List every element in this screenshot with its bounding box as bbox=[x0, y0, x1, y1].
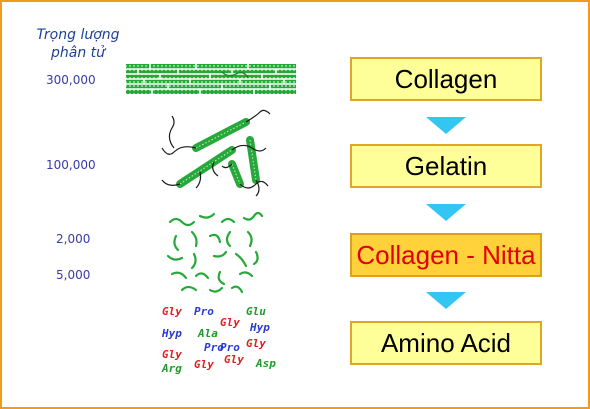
weight-label-300000: 300,000 bbox=[46, 73, 96, 87]
collagen-peptide-chains bbox=[166, 211, 264, 294]
amino-acid-label: Asp bbox=[256, 357, 276, 370]
weight-label-2000: 2,000 bbox=[56, 232, 91, 246]
amino-acid-label: Gly bbox=[220, 316, 240, 329]
amino-acid-label: Hyp bbox=[250, 321, 270, 334]
molecular-weight-label-line1: Trọng lượng bbox=[36, 27, 120, 43]
amino-acid-label: Arg bbox=[162, 362, 182, 375]
amino-acid-label: Glu bbox=[246, 305, 266, 318]
step-box-gelatin: Gelatin bbox=[350, 144, 542, 188]
weight-label-100000: 100,000 bbox=[46, 158, 96, 172]
amino-acid-label: Hyp bbox=[162, 327, 182, 340]
amino-acid-label: Gly bbox=[194, 358, 214, 371]
amino-acid-label: Pro bbox=[204, 341, 224, 354]
amino-acid-label: Gly bbox=[162, 348, 182, 361]
molecular-weight-label: Trọng lượng phân tử bbox=[18, 26, 138, 62]
weight-label-5000: 5,000 bbox=[56, 268, 91, 282]
amino-acid-label: Ala bbox=[198, 327, 218, 340]
amino-acid-label: Gly bbox=[162, 305, 182, 318]
step-box-collagen-nitta: Collagen - Nitta bbox=[350, 233, 542, 277]
amino-acid-label: Pro bbox=[194, 305, 214, 318]
step-box-collagen: Collagen bbox=[350, 57, 542, 101]
down-arrow-icon bbox=[426, 117, 466, 134]
gelatin-molecules bbox=[161, 109, 271, 197]
amino-acid-label: Gly bbox=[246, 337, 266, 350]
down-arrow-icon bbox=[426, 204, 466, 221]
collagen-fiber-bundle bbox=[126, 64, 296, 94]
down-arrow-icon bbox=[426, 292, 466, 309]
amino-acid-label: Gly bbox=[224, 353, 244, 366]
molecular-weight-label-line2: phân tử bbox=[50, 45, 106, 61]
amino-acid-label: Pro bbox=[220, 341, 240, 354]
step-box-amino-acid: Amino Acid bbox=[350, 321, 542, 365]
